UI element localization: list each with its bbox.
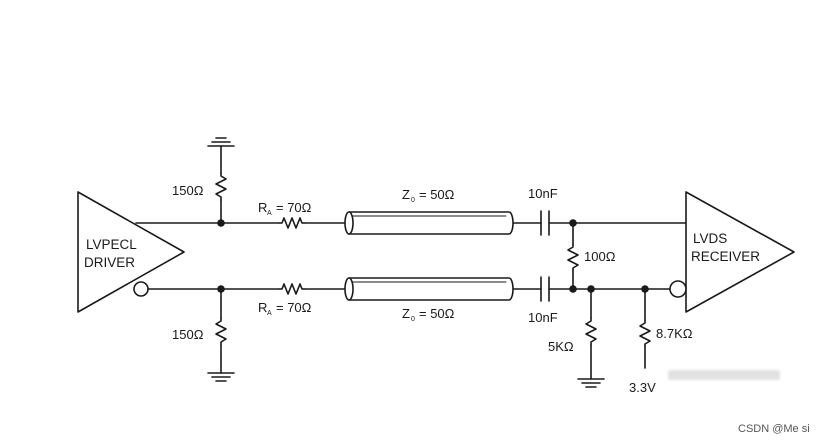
junction-dot (217, 219, 225, 227)
top-line-impedance-symbol: Z (402, 187, 410, 202)
pullup-resistor-label: 8.7KΩ (656, 326, 693, 341)
bottom-series-resistor-subscript: A (267, 310, 272, 317)
bottom-ground-symbol (207, 372, 235, 382)
pulldown-resistor (585, 317, 597, 346)
driver-label-line2: DRIVER (84, 255, 135, 270)
receiver-label-line1: LVDS (693, 231, 727, 246)
top-ground-symbol (207, 137, 235, 147)
termination-resistor (567, 243, 579, 271)
lvpecl-driver-buffer (77, 191, 185, 313)
bottom-series-resistor-label: R A = 70Ω (258, 300, 312, 317)
bottom-series-resistor-value: = 70Ω (276, 300, 312, 315)
junction-dot (569, 285, 577, 293)
top-series-resistor-symbol: R (258, 200, 267, 215)
receiver-inverting-bubble (669, 280, 687, 298)
top-series-resistor-value: = 70Ω (276, 200, 312, 215)
top-bias-resistor-label: 150Ω (172, 183, 204, 198)
top-series-resistor-subscript: A (267, 210, 272, 217)
junction-dot (641, 285, 649, 293)
junction-dot (587, 285, 595, 293)
bottom-line-impedance-value: = 50Ω (419, 306, 455, 321)
driver-label-line1: LVPECL (86, 237, 137, 252)
obscured-text-area (668, 370, 780, 380)
top-cap-label: 10nF (528, 186, 558, 201)
top-series-resistor (279, 217, 305, 229)
receiver-label-line2: RECEIVER (691, 249, 760, 264)
pulldown-ground-symbol (577, 378, 605, 388)
bottom-transmission-line (344, 277, 514, 301)
pullup-resistor (639, 319, 651, 347)
lvds-receiver-buffer (685, 191, 795, 313)
pulldown-resistor-label: 5KΩ (548, 339, 574, 354)
supply-label: 3.3V (629, 380, 656, 395)
top-line-impedance-value: = 50Ω (419, 187, 455, 202)
top-bias-resistor (215, 172, 227, 201)
bottom-series-resistor-symbol: R (258, 300, 267, 315)
bottom-cap-label: 10nF (528, 310, 558, 325)
termination-resistor-label: 100Ω (584, 249, 616, 264)
top-line-impedance-label: Z 0 = 50Ω (402, 187, 455, 204)
junction-dot (217, 285, 225, 293)
bottom-bias-resistor-label: 150Ω (172, 327, 204, 342)
top-line-impedance-subscript: 0 (411, 197, 415, 204)
bottom-line-impedance-subscript: 0 (411, 316, 415, 323)
junction-dot (569, 219, 577, 227)
driver-inverting-bubble (133, 281, 149, 297)
top-series-resistor-label: R A = 70Ω (258, 200, 312, 217)
bottom-series-resistor (279, 283, 305, 295)
top-transmission-line (344, 211, 514, 235)
watermark: CSDN @Me si (738, 423, 810, 435)
bottom-bias-resistor (215, 317, 227, 346)
bottom-line-impedance-label: Z 0 = 50Ω (402, 306, 455, 323)
bottom-line-impedance-symbol: Z (402, 306, 410, 321)
